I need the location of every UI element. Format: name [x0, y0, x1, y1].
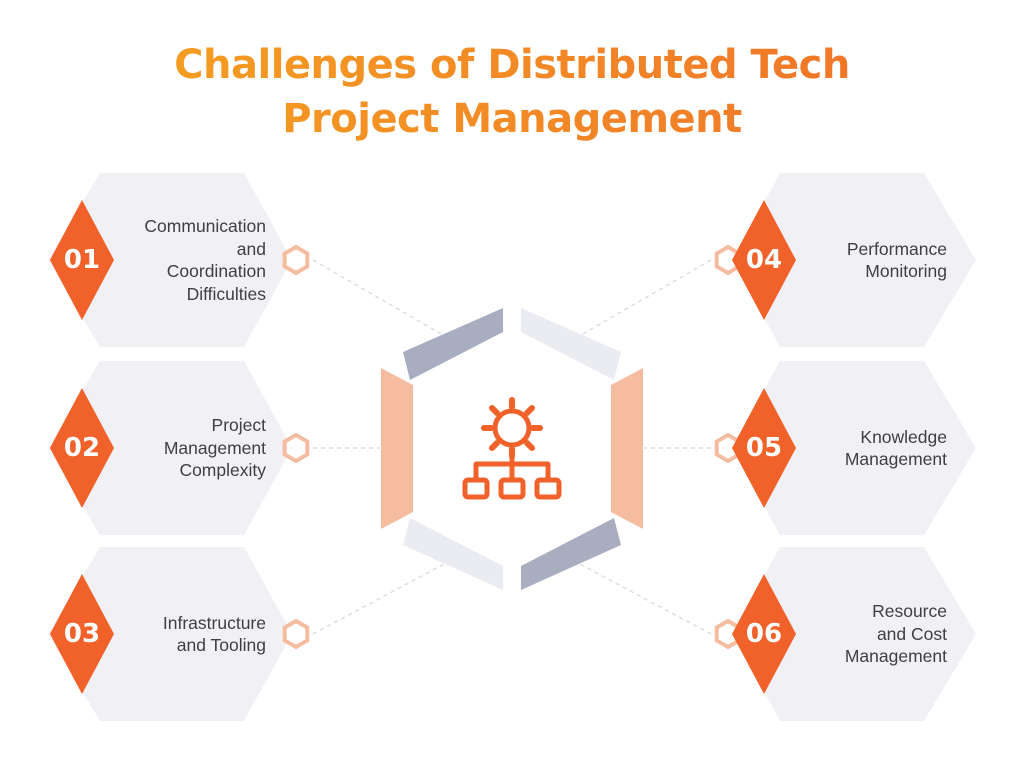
- connector-hex-node: [282, 244, 310, 276]
- frame-segment-right: [611, 368, 643, 529]
- challenge-number-04: 04: [745, 245, 783, 275]
- card-background: [732, 173, 976, 347]
- page-title: Challenges of Distributed Tech Project M…: [0, 38, 1024, 146]
- challenge-number-01: 01: [63, 245, 101, 275]
- challenge-label-line: Monitoring: [865, 261, 947, 281]
- challenge-number-06: 06: [745, 619, 783, 649]
- challenge-label-line: Management: [844, 646, 947, 667]
- card-background: [732, 361, 976, 535]
- number-diamond: [50, 200, 114, 320]
- challenge-label-line: Difficulties: [186, 283, 266, 304]
- challenge-label-line: Infrastructure: [162, 612, 266, 633]
- challenge-card-04: [714, 173, 976, 347]
- frame-segment-top-right: [521, 308, 621, 380]
- number-diamond: [732, 200, 796, 320]
- challenge-card-01: [48, 173, 310, 347]
- challenge-card-02: [48, 361, 310, 535]
- challenge-number-02: 02: [63, 433, 101, 463]
- connector-hex-node: [282, 618, 310, 650]
- number-diamond: [732, 574, 796, 694]
- number-diamond: [50, 388, 114, 508]
- number-diamond: [50, 574, 114, 694]
- card-background: [48, 547, 292, 721]
- card-background: [48, 361, 292, 535]
- challenge-label-line: Project: [211, 415, 266, 436]
- title-line-1: Challenges of Distributed Tech: [0, 38, 1024, 92]
- card-background: [732, 547, 976, 721]
- frame-segment-left: [381, 368, 413, 529]
- challenge-card-05: [714, 361, 976, 535]
- challenge-label-line: Performance: [846, 238, 947, 259]
- challenge-number-03: 03: [63, 619, 101, 649]
- challenge-label-line: Complexity: [179, 460, 266, 481]
- center-hexagon-frame: [381, 308, 643, 590]
- challenge-label-line: Coordination: [166, 261, 266, 281]
- challenge-label-line: and Cost: [876, 623, 947, 644]
- challenge-label-line: Resource: [872, 601, 947, 622]
- challenge-card-03: [48, 547, 310, 721]
- title-line-2: Project Management: [0, 92, 1024, 146]
- challenge-cards: [48, 173, 976, 721]
- connector-hex-node: [282, 432, 310, 464]
- challenge-label-line: Management: [163, 437, 266, 458]
- challenge-card-06: [714, 547, 976, 721]
- challenge-label-line: and Tooling: [176, 635, 266, 655]
- number-diamond: [732, 388, 796, 508]
- frame-segment-bottom-left: [403, 518, 503, 590]
- connector-lines: [312, 259, 712, 635]
- challenge-label-line: Communication: [144, 216, 266, 236]
- frame-segment-top-left: [403, 308, 503, 380]
- frame-segment-bottom-right: [521, 518, 621, 590]
- challenge-label-line: Management: [844, 449, 947, 469]
- challenge-label-line: and: [236, 238, 266, 259]
- challenge-label-line: Knowledge: [860, 426, 947, 447]
- hierarchy-gear-icon: [462, 397, 562, 500]
- challenge-number-05: 05: [745, 433, 783, 463]
- card-background: [48, 173, 292, 347]
